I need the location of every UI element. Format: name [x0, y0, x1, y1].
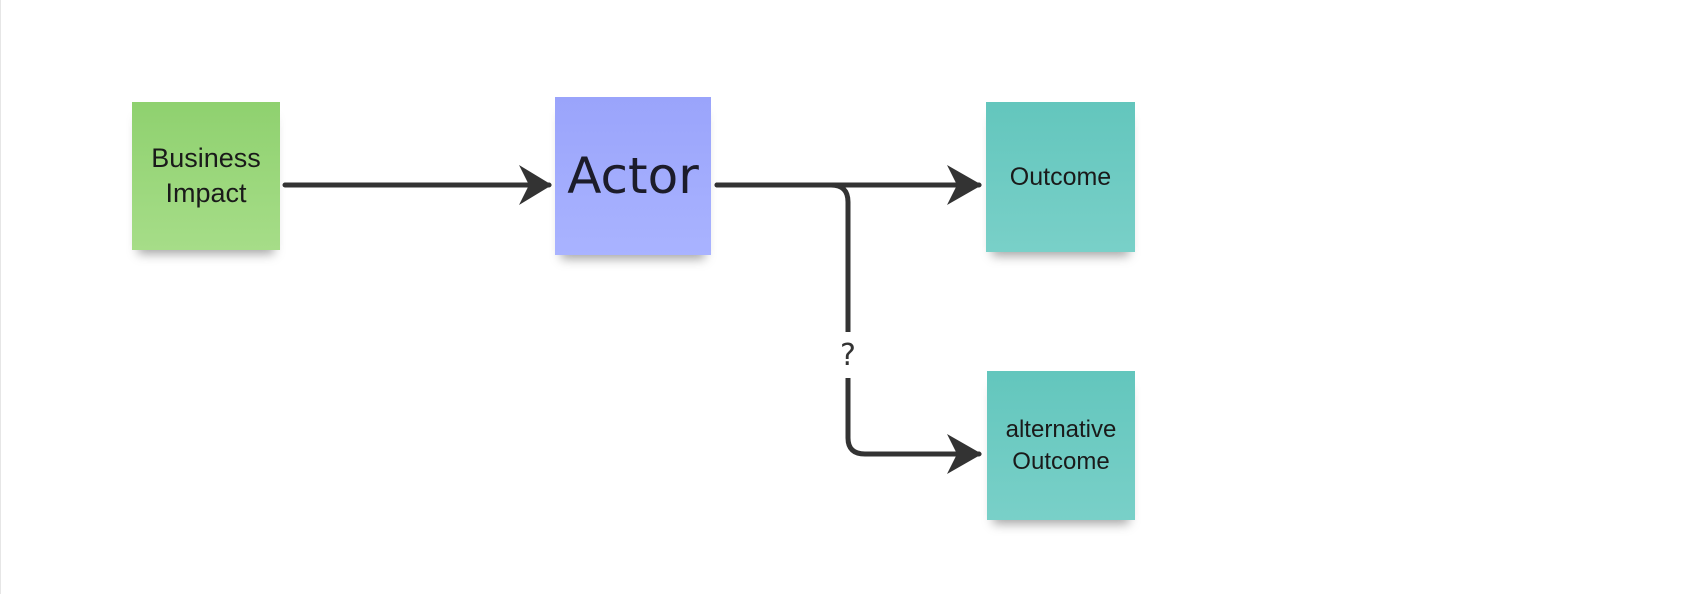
sticky-note-text: alternative Outcome [1006, 414, 1117, 476]
sticky-note-line: Business [151, 142, 261, 173]
sticky-note-alternative-outcome[interactable]: alternative Outcome [987, 371, 1135, 520]
sticky-note-business-impact[interactable]: Business Impact [132, 102, 280, 250]
sticky-note-line: Outcome [1012, 447, 1110, 475]
arrowhead-icon [947, 434, 982, 474]
arrowhead-icon [519, 165, 552, 205]
sticky-note-text: Business Impact [151, 141, 261, 211]
sticky-note-actor[interactable]: Actor [555, 97, 711, 255]
sticky-note-outcome[interactable]: Outcome [986, 102, 1135, 252]
sticky-note-text: Outcome [1009, 162, 1112, 191]
sticky-note-line: Impact [165, 178, 247, 208]
sticky-note-text: Actor [567, 146, 699, 205]
connector-actor-to-alternative-outcome[interactable] [714, 182, 982, 474]
sticky-note-line: alternative [1005, 416, 1117, 444]
connector-label-question[interactable]: ? [833, 332, 863, 378]
arrowhead-icon [947, 165, 982, 205]
connector-impact-to-actor[interactable] [282, 165, 552, 205]
